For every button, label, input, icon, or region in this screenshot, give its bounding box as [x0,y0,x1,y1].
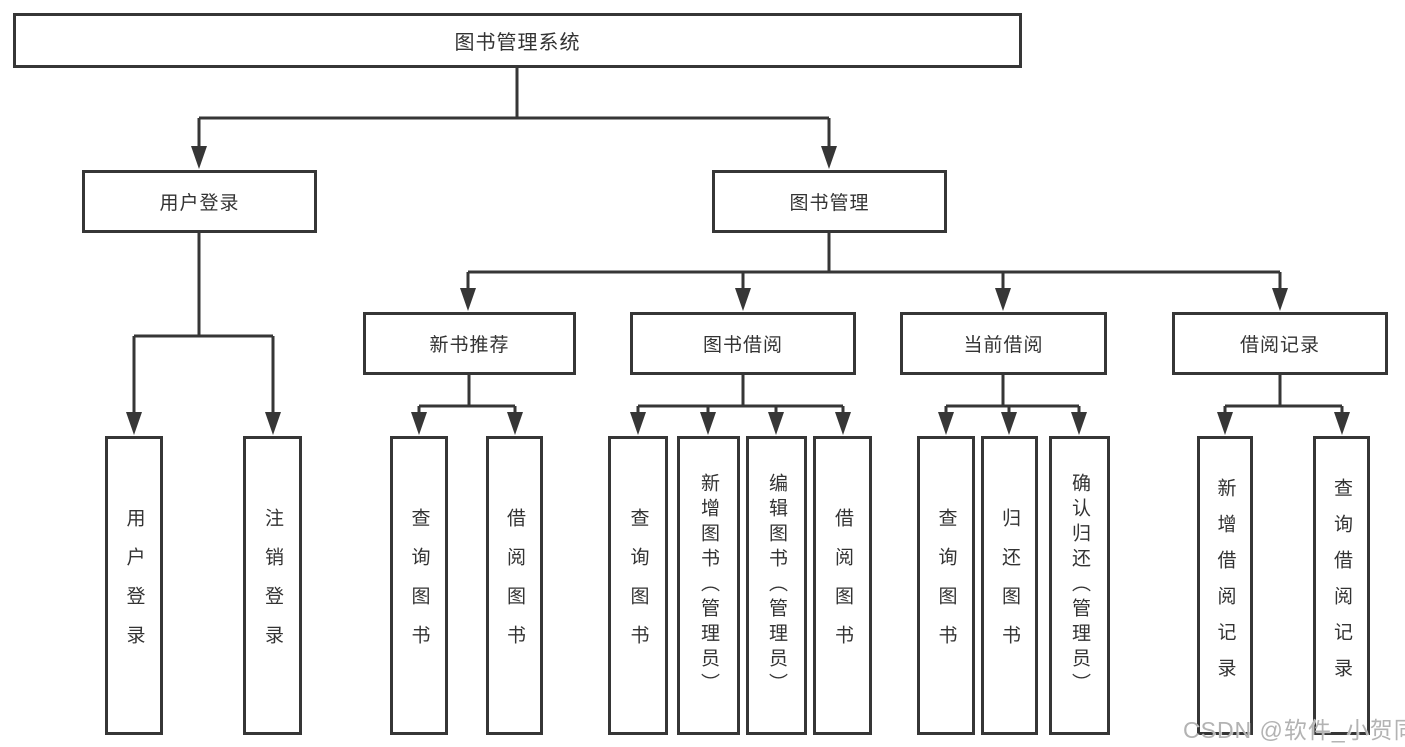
node-label: 注销登录 [262,507,283,664]
node-label: 确认归还（管理员） [1069,473,1090,698]
node-label: 借阅图书 [832,507,853,664]
node-label: 借阅图书 [504,507,525,664]
node-label: 新书推荐 [429,335,510,356]
node-label: 查询借阅记录 [1331,477,1352,694]
node-label: 图书管理系统 [454,32,581,54]
leaf-borrow-books: 借阅图书 [813,436,872,735]
node-label: 借阅记录 [1239,335,1320,356]
node-label: 新增借阅记录 [1214,477,1236,694]
connector-book-borrow-to-leaves [630,375,851,435]
leaf-add-books-admin: 新增图书（管理员） [677,436,740,735]
node-book-borrow: 图书借阅 [630,312,856,375]
node-new-book-recommend: 新书推荐 [363,312,576,375]
connector-borrow-record-to-leaves [1217,375,1350,435]
leaf-add-borrow-record: 新增借阅记录 [1197,436,1253,735]
connector-user-login-to-leaves [126,233,281,435]
leaf-query-books-borrow: 查询图书 [608,436,668,735]
leaf-query-books-current: 查询图书 [917,436,975,735]
node-label: 查询图书 [408,507,430,664]
node-label: 图书管理 [789,193,870,214]
node-label: 当前借阅 [963,335,1044,356]
node-label: 新增图书（管理员） [698,473,719,698]
node-label: 归还图书 [999,507,1020,664]
leaf-user-login: 用户登录 [105,436,163,735]
connector-current-borrow-to-leaves [938,375,1087,435]
leaf-query-borrow-record: 查询借阅记录 [1313,436,1370,735]
node-label: 查询图书 [935,507,957,664]
leaf-query-books-recommend: 查询图书 [390,436,448,735]
node-label: 用户登录 [123,507,145,664]
node-borrow-record: 借阅记录 [1172,312,1388,375]
node-label: 编辑图书（管理员） [766,473,787,698]
node-root: 图书管理系统 [13,13,1022,68]
leaf-return-books: 归还图书 [981,436,1038,735]
watermark: CSDN @软件_小贺同学 [1183,717,1405,743]
leaf-logout-login: 注销登录 [243,436,302,735]
leaf-borrow-books-recommend: 借阅图书 [486,436,543,735]
node-user-login: 用户登录 [82,170,317,233]
node-current-borrow: 当前借阅 [900,312,1107,375]
connector-root-to-level2 [191,68,837,169]
leaf-confirm-return-admin: 确认归还（管理员） [1049,436,1110,735]
node-label: 用户登录 [159,193,240,214]
connector-new-book-to-leaves [411,375,523,435]
node-label: 图书借阅 [702,335,783,356]
connector-book-management-to-level3 [460,233,1288,311]
node-book-management: 图书管理 [712,170,947,233]
leaf-edit-books-admin: 编辑图书（管理员） [746,436,807,735]
node-label: 查询图书 [627,507,649,664]
